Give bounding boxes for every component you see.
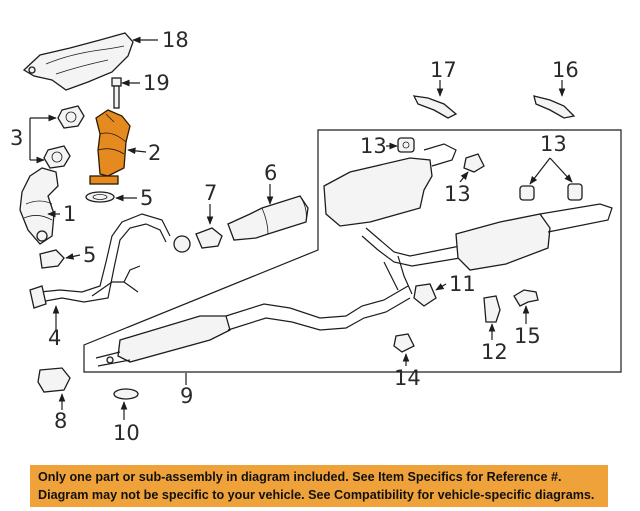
heat-shield [22, 32, 134, 91]
gasket-lower [43, 145, 71, 169]
callout-6: 6 [264, 161, 277, 185]
gasket-upper [57, 105, 85, 129]
callout-7: 7 [204, 181, 217, 205]
disclaimer-line-1: Only one part or sub-assembly in diagram… [38, 470, 562, 484]
exhaust-parts-diagram: 18 19 3 2 5 1 5 4 7 6 8 10 9 17 16 13 13… [10, 28, 622, 445]
stud-bolt [111, 77, 122, 109]
leader-lines [29, 36, 573, 420]
hanger-insulator-c [519, 185, 535, 201]
callout-17: 17 [430, 58, 457, 82]
rear-muffler-assembly [323, 143, 613, 295]
callout-16: 16 [552, 58, 579, 82]
exhaust-manifold [19, 167, 59, 245]
hanger-insulator-a [397, 137, 415, 153]
callout-2: 2 [148, 141, 161, 165]
disclaimer-banner: Only one part or sub-assembly in diagram… [30, 465, 608, 507]
callout-10: 10 [113, 421, 140, 445]
clamp [37, 367, 71, 393]
front-resonator [227, 195, 309, 241]
bracket-14 [393, 333, 415, 353]
hanger-insulator-b [463, 153, 485, 173]
flange-gasket [195, 227, 223, 249]
callout-1: 1 [63, 202, 76, 226]
callout-8: 8 [54, 409, 67, 433]
callout-4: 4 [48, 326, 61, 350]
gasket-lower-flange [39, 249, 65, 269]
exhaust-system-group-box [83, 129, 622, 373]
catalytic-converter-highlighted [89, 109, 131, 185]
callout-5-upper: 5 [140, 186, 153, 210]
callout-13-a: 13 [360, 134, 387, 158]
callout-13-b: 13 [444, 182, 471, 206]
callout-19: 19 [143, 71, 170, 95]
bracket-15 [513, 289, 539, 307]
bracket-right [533, 95, 576, 119]
intermediate-pipe [95, 285, 411, 367]
hanger-insulator-11 [413, 283, 437, 307]
callout-13-c: 13 [540, 132, 567, 156]
callout-15: 15 [514, 324, 541, 348]
callout-11: 11 [449, 272, 476, 296]
front-pipe [29, 213, 191, 309]
callout-12: 12 [481, 340, 508, 364]
bracket-left [412, 95, 458, 119]
callout-9: 9 [180, 384, 193, 408]
callout-18: 18 [162, 28, 189, 52]
callout-14: 14 [394, 366, 421, 390]
callout-3: 3 [10, 126, 23, 150]
insulator-12 [483, 295, 501, 323]
callout-5-lower: 5 [83, 243, 96, 267]
hanger-insulator-d [567, 183, 583, 201]
disclaimer-line-2: Diagram may not be specific to your vehi… [38, 488, 595, 502]
gasket-ring-upper [85, 191, 115, 203]
seal-ring [113, 388, 139, 400]
